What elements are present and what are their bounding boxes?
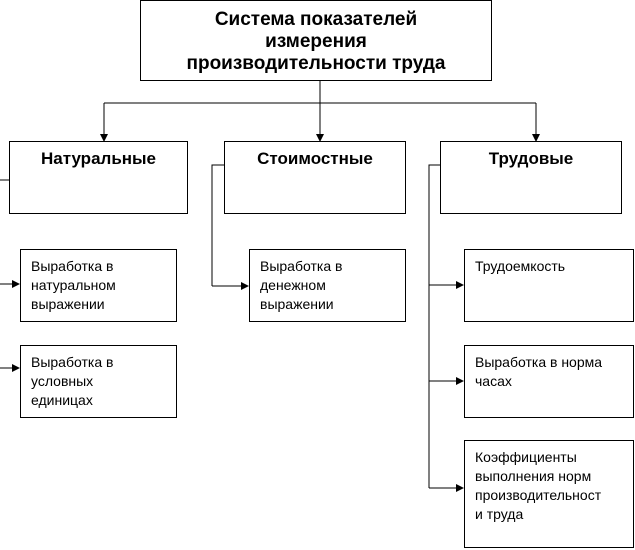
labor-branch-line: [428, 164, 440, 488]
labor-item-2-line-2: часах: [475, 373, 512, 389]
natural-item-2-line-2: условных: [31, 373, 94, 389]
category-natural: Натуральные: [9, 141, 188, 214]
natural-item-2: Выработка в условных единицах: [20, 345, 177, 418]
labor-item-3: Коэффициенты выполнения норм производите…: [464, 440, 634, 548]
labor-item-3-line-4: и труда: [475, 506, 524, 522]
category-labor: Трудовые: [440, 141, 622, 214]
natural-item-2-line-1: Выработка в: [31, 354, 114, 370]
root-title-line-2: измерения: [265, 30, 367, 52]
cost-branch-line: [211, 164, 224, 286]
cost-item-1-line-2: денежном: [260, 277, 326, 293]
cost-item-1-line-1: Выработка в: [260, 258, 343, 274]
natural-item-1-line-1: Выработка в: [31, 258, 114, 274]
cost-item-1-line-3: выражении: [260, 296, 334, 312]
labor-item-2-line-1: Выработка в норма: [475, 354, 603, 370]
category-labor-label: Трудовые: [488, 149, 574, 168]
natural-item-1: Выработка в натуральном выражении: [20, 249, 177, 322]
labor-item-1-line-1: Трудоемкость: [475, 258, 566, 274]
labor-item-1: Трудоемкость: [464, 249, 634, 322]
root-title-line-3: производительности труда: [186, 52, 446, 74]
cost-item-1: Выработка в денежном выражении: [249, 249, 406, 322]
root-node: Система показателей измерения производит…: [140, 0, 492, 81]
natural-item-1-line-2: натуральном: [31, 277, 116, 293]
category-cost: Стоимостные: [224, 141, 406, 214]
category-natural-label: Натуральные: [40, 149, 157, 168]
natural-item-1-line-3: выражении: [31, 296, 105, 312]
natural-item-2-line-3: единицах: [31, 392, 93, 408]
labor-item-3-line-3: производительност: [475, 487, 602, 503]
root-title-line-1: Система показателей: [214, 8, 418, 30]
labor-item-2: Выработка в норма часах: [464, 345, 634, 418]
category-cost-label: Стоимостные: [257, 149, 373, 168]
labor-item-3-line-2: выполнения норм: [475, 468, 592, 484]
labor-item-3-line-1: Коэффициенты: [475, 449, 577, 465]
